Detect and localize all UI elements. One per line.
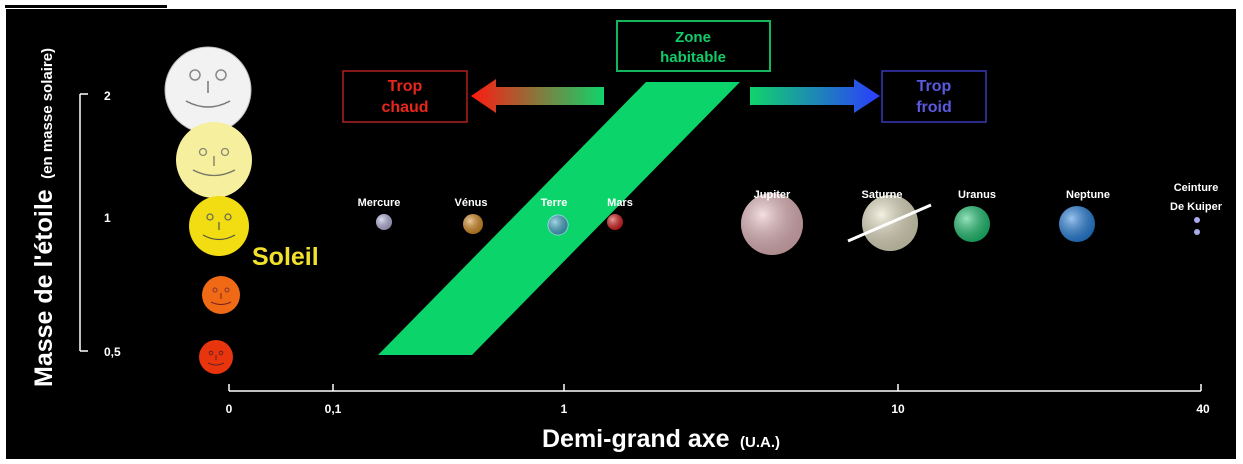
x-axis-title-unit: (U.A.) xyxy=(740,434,780,451)
x-tick-label: 0,1 xyxy=(325,402,342,416)
y-axis-title: Masse de l'étoile (en masse solaire) xyxy=(30,48,58,387)
saturn-planet-icon xyxy=(847,195,932,251)
planet-label-saturn: Saturne xyxy=(862,189,903,201)
sun-label: Soleil xyxy=(252,243,319,271)
planet-label-venus: Vénus xyxy=(454,197,487,209)
habitable-zone-label-line1: Zone xyxy=(675,29,711,46)
mercury-planet-icon xyxy=(376,214,392,230)
x-tick-label: 0 xyxy=(226,402,233,416)
white-star-face-icon xyxy=(164,46,252,134)
x-tick-label: 10 xyxy=(891,402,905,416)
kuiper-label-line2: De Kuiper xyxy=(1170,201,1223,213)
top-border-line xyxy=(5,5,167,8)
kuiper-belt-objects-icon xyxy=(1194,217,1200,235)
planet-label-uranus: Uranus xyxy=(958,189,996,201)
planet-label-jupiter: Jupiter xyxy=(754,189,791,201)
pale-yellow-star-face-icon xyxy=(176,122,252,198)
too-cold-line2: froid xyxy=(916,99,952,116)
too-cold-arrow xyxy=(750,79,880,113)
x-axis-title-main: Demi-grand axe xyxy=(542,425,730,453)
jupiter-planet-icon xyxy=(741,193,803,255)
too-cold-line1: Trop xyxy=(917,78,952,95)
too-hot-line1: Trop xyxy=(388,78,423,95)
planet-row: Mercure Vénus Terre Mars Jupiter Saturne… xyxy=(358,182,1223,255)
neptune-planet-icon xyxy=(1059,206,1095,242)
y-tick-label: 2 xyxy=(104,89,111,103)
x-axis: 0 0,1 1 10 40 Demi-grand axe (U.A.) xyxy=(226,384,1210,453)
planet-label-mercury: Mercure xyxy=(358,197,401,209)
too-hot-box: Trop chaud xyxy=(342,70,468,123)
x-axis-title: Demi-grand axe (U.A.) xyxy=(542,425,780,453)
diagram-panel: 2 1 0,5 Masse de l'étoile (en masse sola… xyxy=(6,9,1236,459)
habitable-zone-label-line2: habitable xyxy=(660,49,726,66)
y-axis-title-unit: (en masse solaire) xyxy=(39,48,56,179)
planet-label-earth: Terre xyxy=(541,197,568,209)
y-tick-label: 1 xyxy=(104,211,111,225)
mars-planet-icon xyxy=(607,214,623,230)
x-tick-label: 40 xyxy=(1196,402,1210,416)
star-sequence xyxy=(164,46,252,374)
uranus-planet-icon xyxy=(954,206,990,242)
y-axis-title-main: Masse de l'étoile xyxy=(30,189,58,387)
planet-label-neptune: Neptune xyxy=(1066,189,1110,201)
x-tick-label: 1 xyxy=(561,402,568,416)
yellow-star-face-icon xyxy=(189,196,249,256)
venus-planet-icon xyxy=(463,214,483,234)
too-hot-arrow xyxy=(471,79,604,113)
orange-star-face-icon xyxy=(202,276,240,314)
y-tick-label: 0,5 xyxy=(104,345,121,359)
habitable-zone-diagram: 2 1 0,5 Masse de l'étoile (en masse sola… xyxy=(30,20,1223,453)
planet-label-mars: Mars xyxy=(607,197,633,209)
red-star-face-icon xyxy=(199,340,233,374)
kuiper-label-line1: Ceinture xyxy=(1174,182,1219,194)
y-axis: 2 1 0,5 Masse de l'étoile (en masse sola… xyxy=(30,48,121,387)
earth-planet-icon xyxy=(547,214,569,236)
habitable-zone-label-box: Zone habitable xyxy=(616,20,771,72)
too-cold-box: Trop froid xyxy=(881,70,987,123)
too-hot-line2: chaud xyxy=(381,99,428,116)
